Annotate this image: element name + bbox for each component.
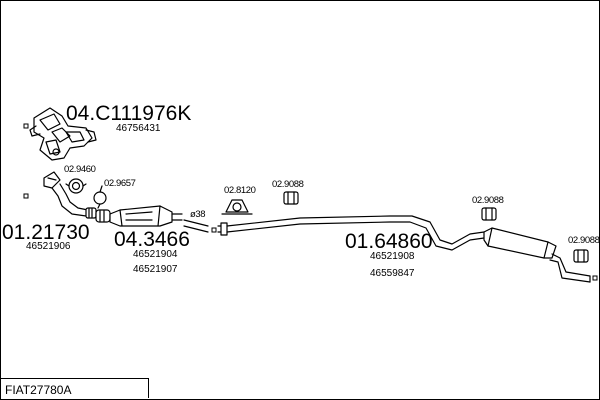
- hanger-02-8120-drawing: [221, 199, 253, 215]
- part-number: 46521906: [26, 241, 71, 252]
- reference-box: FIAT27780A: [0, 378, 149, 398]
- marker-square: [211, 227, 217, 233]
- clamp-02-9460-drawing: [65, 178, 87, 194]
- fitting-code: 02.9657: [104, 178, 136, 189]
- rear-silencer-drawing: [483, 227, 591, 283]
- reference-label: FIAT27780A: [5, 383, 72, 397]
- fitting-code: 02.9460: [64, 164, 96, 175]
- exhaust-manifold-drawing: [29, 107, 97, 161]
- part-number: 46521907: [133, 264, 178, 275]
- marker-square: [23, 193, 29, 199]
- fitting-code: 02.8120: [224, 185, 256, 196]
- part-code: 04.C111976K: [66, 102, 192, 125]
- part-number: 46756431: [116, 123, 161, 134]
- fitting-code: 02.9088: [272, 179, 304, 190]
- hanger-02-9088-c-drawing: [573, 249, 589, 263]
- hanger-02-9088-a-drawing: [283, 191, 299, 205]
- part-code: 01.64860: [345, 230, 433, 253]
- part-number: 46521908: [370, 251, 415, 262]
- fitting-code: 02.9088: [472, 195, 504, 206]
- pipe-diameter-label: ø38: [190, 209, 206, 220]
- fitting-code: 02.9088: [568, 235, 600, 246]
- clamp-02-9657-drawing: [93, 185, 107, 209]
- hanger-02-9088-b-drawing: [481, 207, 497, 221]
- catalytic-converter-drawing: [95, 205, 183, 227]
- marker-square: [23, 123, 29, 129]
- connecting-pipe-drawing: [183, 215, 485, 251]
- marker-square: [592, 275, 598, 281]
- part-code: 04.3466: [114, 228, 190, 251]
- part-number: 46521904: [133, 249, 178, 260]
- part-code: 01.21730: [2, 221, 90, 244]
- front-pipe-drawing: [43, 171, 97, 219]
- part-number: 46559847: [370, 268, 415, 279]
